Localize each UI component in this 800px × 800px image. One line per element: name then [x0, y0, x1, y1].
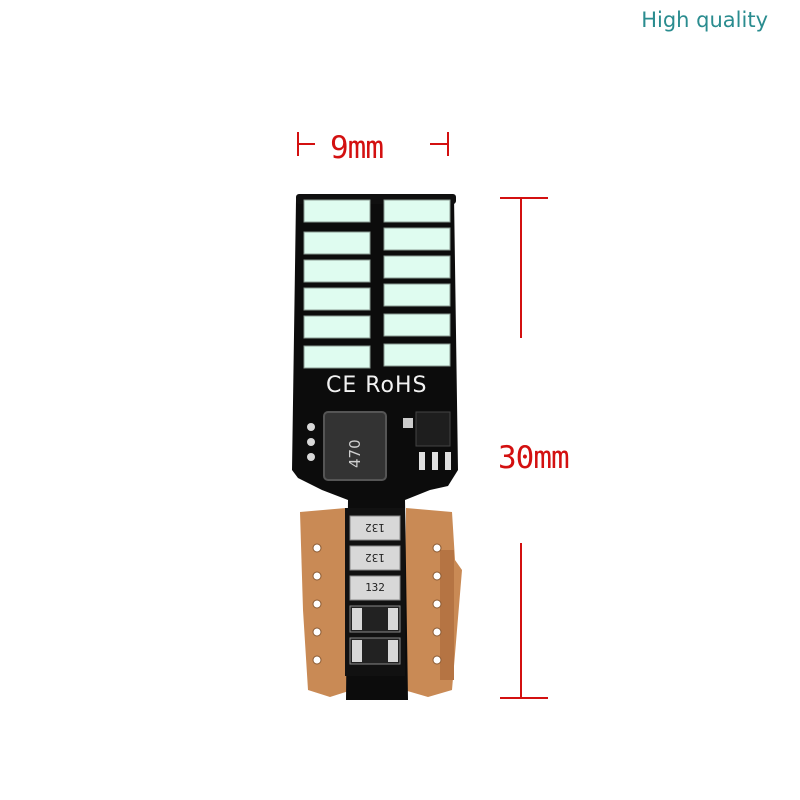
ce-rohs-marking: CE RoHS: [326, 373, 428, 398]
resistor-code-1: 132: [365, 521, 385, 534]
resistor-strip: [345, 508, 405, 676]
resistor-code-2: 132: [365, 551, 385, 564]
solder-pads: [307, 423, 315, 461]
height-dimension-bottom-tick: [500, 697, 548, 699]
width-dimension-right-tick: [447, 132, 449, 156]
height-dimension-lower-bar: [520, 543, 522, 698]
transistor: [415, 411, 451, 447]
width-dimension-label: 9mm: [330, 130, 384, 166]
led-chips-right: [383, 199, 451, 367]
resistor-code-3: 132: [365, 581, 385, 594]
quality-caption: High quality: [641, 8, 768, 32]
inductor-code: 470: [346, 439, 364, 468]
height-dimension-label: 30mm: [498, 440, 570, 476]
copper-contact-holes: [312, 543, 442, 665]
transistor-legs: [419, 452, 451, 470]
inductor: [323, 411, 387, 481]
height-dimension-top-tick: [500, 197, 548, 199]
width-dimension-right-bar: [430, 143, 448, 145]
height-dimension-upper-bar: [520, 198, 522, 338]
led-chips-left: [303, 199, 371, 369]
copper-wedge-base: [300, 508, 352, 697]
width-dimension-left-bar: [297, 143, 315, 145]
